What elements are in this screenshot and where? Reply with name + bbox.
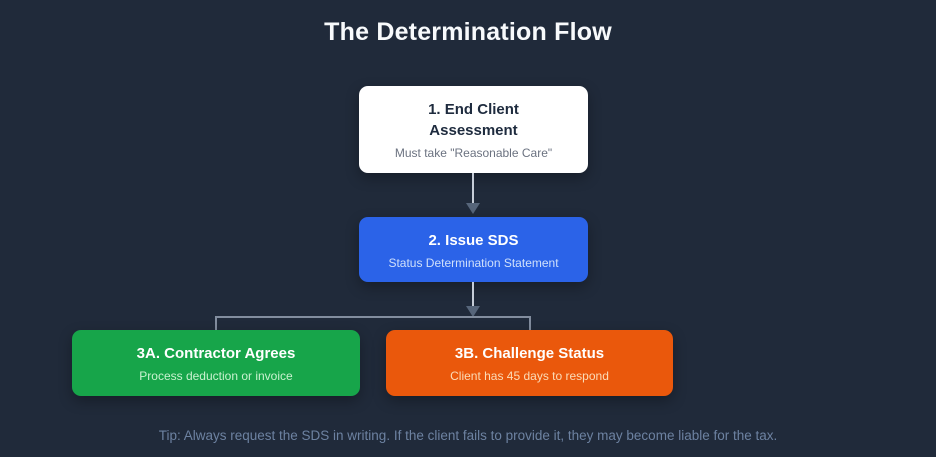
branch-stub-right: [529, 316, 531, 331]
connector-line-2: [472, 282, 474, 307]
tip-text: Tip: Always request the SDS in writing. …: [158, 428, 778, 443]
branch-stub-left: [215, 316, 217, 331]
node-subtitle: Must take "Reasonable Care": [394, 146, 553, 160]
page-title: The Determination Flow: [324, 18, 612, 46]
node-title: 3B. Challenge Status: [454, 345, 605, 362]
flow-node-issue-sds: 2. Issue SDS Status Determination Statem…: [359, 217, 588, 282]
arrow-down-icon: [466, 306, 480, 317]
flow-node-contractor-agrees: 3A. Contractor Agrees Process deduction …: [72, 330, 360, 396]
node-title: 1. End Client Assessment: [428, 101, 519, 139]
node-title: 3A. Contractor Agrees: [136, 345, 296, 362]
node-title: 2. Issue SDS: [428, 231, 519, 249]
connector-line-1: [472, 173, 474, 204]
arrow-down-icon: [466, 203, 480, 214]
node-subtitle: Client has 45 days to respond: [450, 369, 609, 383]
flow-node-end-client-assessment: 1. End Client Assessment Must take "Reas…: [359, 86, 588, 173]
branch-horizontal-line: [215, 316, 531, 318]
flow-node-challenge-status: 3B. Challenge Status Client has 45 days …: [386, 330, 673, 396]
node-subtitle: Status Determination Statement: [388, 255, 559, 270]
node-subtitle: Process deduction or invoice: [139, 369, 293, 383]
